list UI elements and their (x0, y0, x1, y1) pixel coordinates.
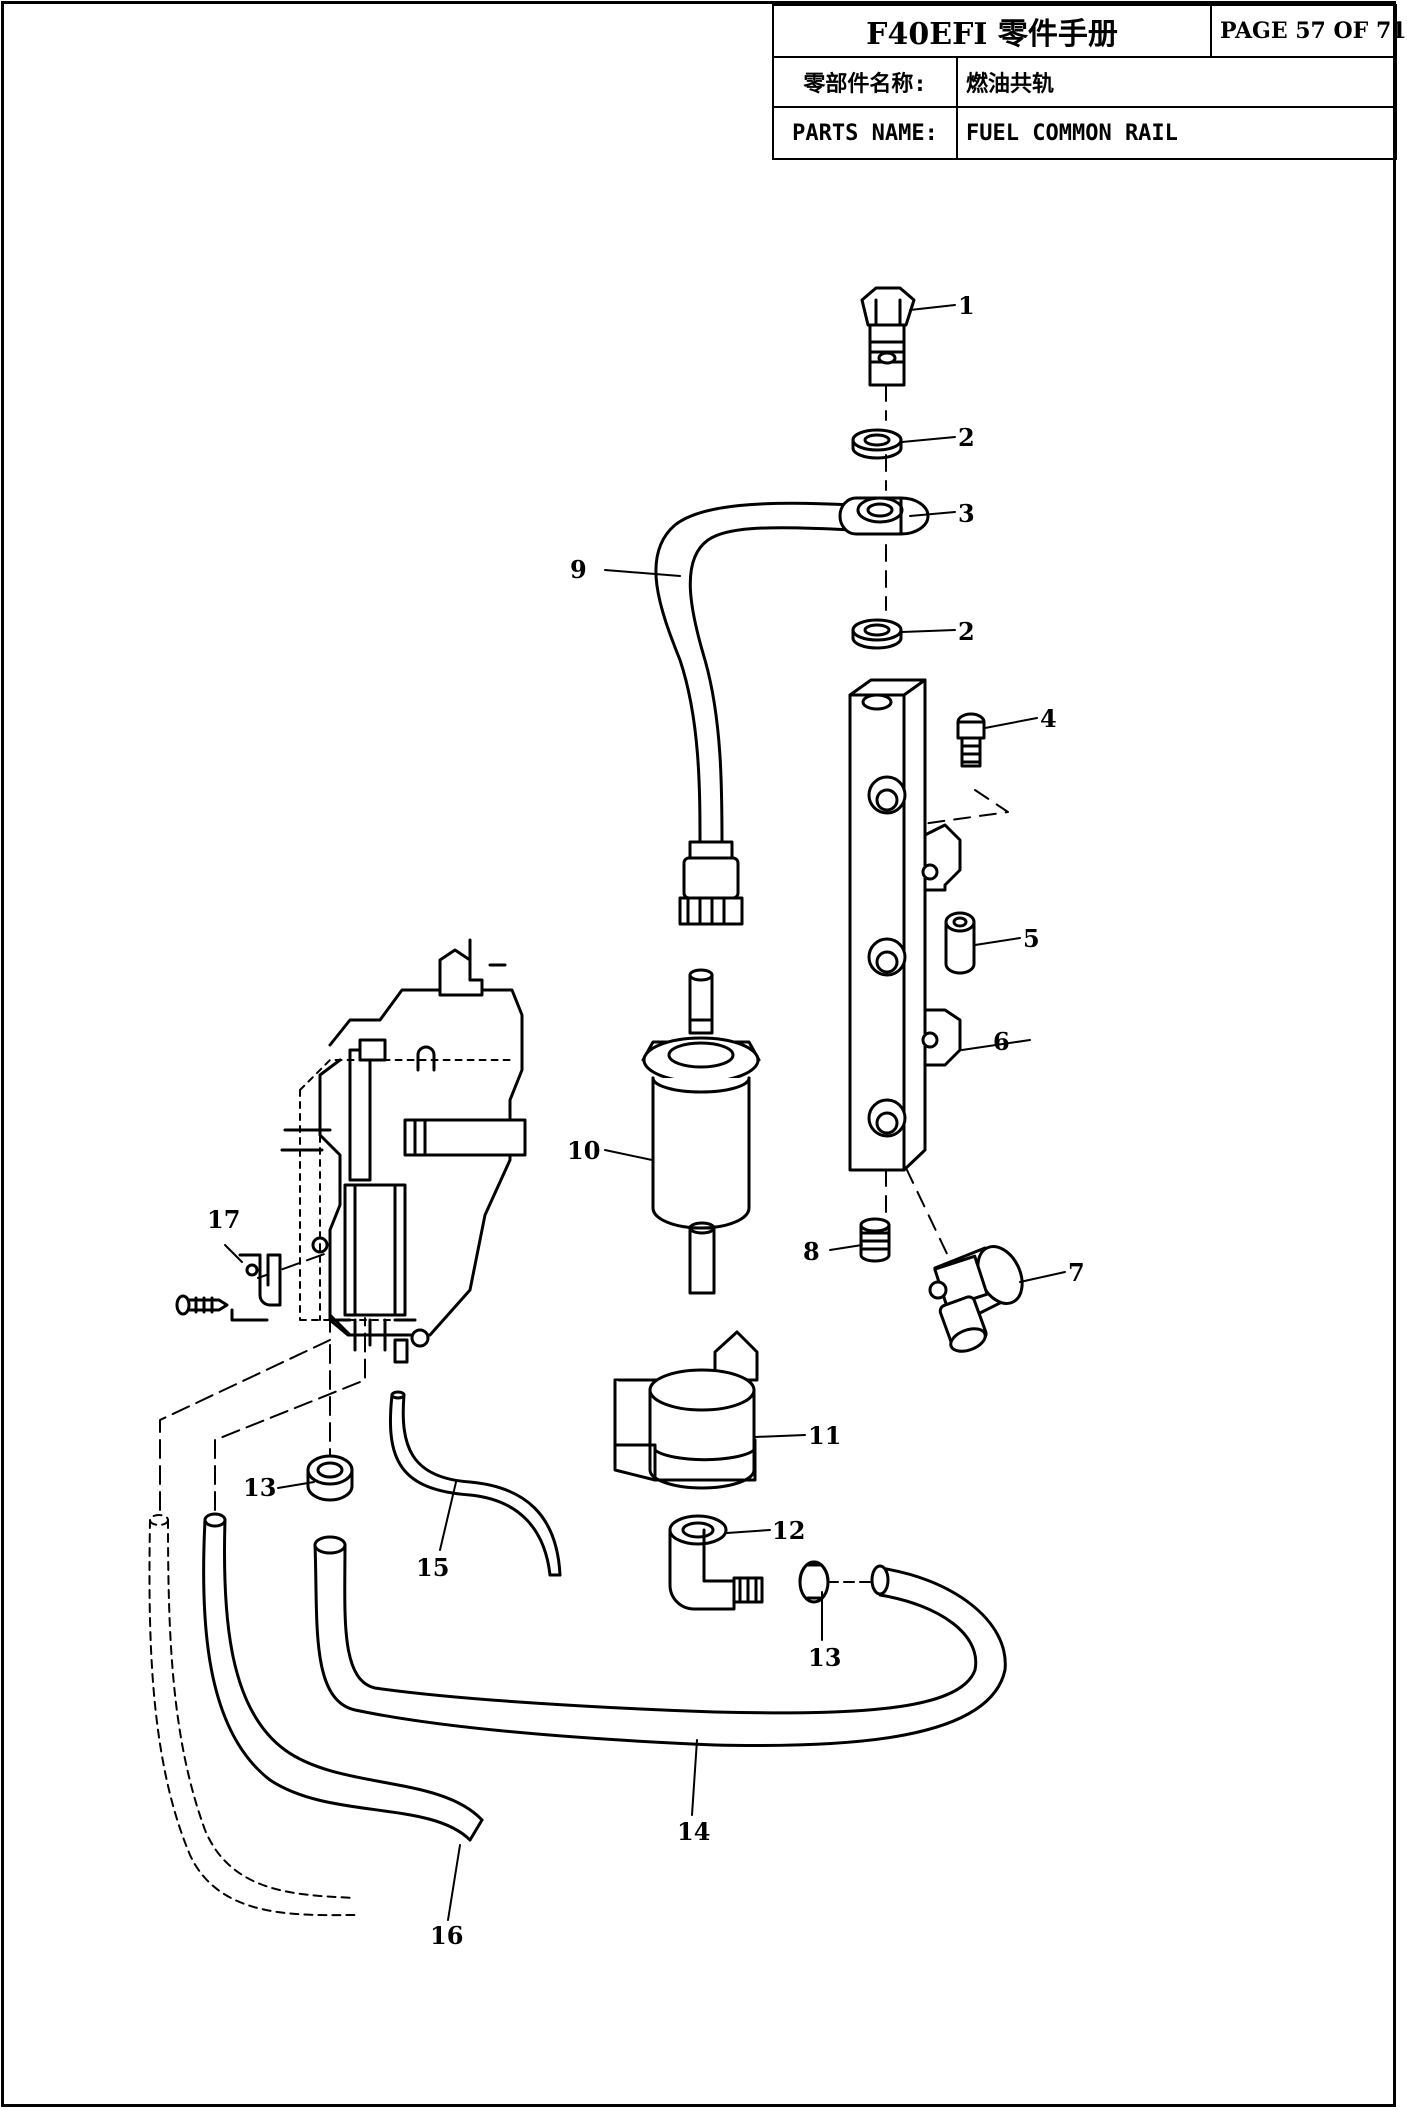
fuel-common-rail (848, 678, 962, 1172)
elbow-quick-connector (928, 1245, 1024, 1353)
callout-3: 3 (958, 499, 975, 528)
callout-13-left: 13 (243, 1473, 276, 1502)
callout-15: 15 (416, 1553, 449, 1582)
filter-bracket (613, 1330, 759, 1490)
callout-7: 7 (1068, 1258, 1085, 1287)
fuel-hose-long (313, 1535, 1007, 1748)
hose-connection-leader (159, 1251, 366, 1511)
hose-retaining-clip (230, 1253, 282, 1322)
parts-name-en-value: FUEL COMMON RAIL (955, 106, 1398, 160)
banjo-bolt (860, 286, 916, 387)
fuel-filter (641, 968, 761, 1295)
vapor-separator-hidden-lines (299, 1059, 511, 1321)
rail-screw (956, 712, 986, 768)
assembly-axis-line (885, 384, 1009, 1261)
spacer-collar (944, 911, 976, 975)
callout-1: 1 (958, 291, 975, 320)
callout-2-lower: 2 (958, 617, 975, 646)
parts-name-en-label: PARTS NAME: (772, 106, 958, 160)
document-title: F40EFI 零件手册 (771, 4, 1213, 58)
rail-plug (859, 1217, 891, 1263)
clip-screw (175, 1294, 229, 1316)
title-block: F40EFI 零件手册 PAGE 57 OF 71 零部件名称: 燃油共轨 PA… (771, 4, 1407, 160)
callout-16: 16 (430, 1921, 463, 1950)
callout-5: 5 (1023, 924, 1040, 953)
parts-name-cn-label: 零部件名称: (772, 56, 958, 108)
callout-8: 8 (803, 1237, 820, 1266)
callout-10: 10 (567, 1136, 600, 1165)
sealing-washer-lower (851, 618, 903, 650)
short-hose (388, 1390, 562, 1577)
callout-13-right: 13 (808, 1643, 841, 1672)
hose-clamp-left (306, 1454, 354, 1502)
callout-4: 4 (1040, 704, 1057, 733)
callout-11: 11 (808, 1421, 841, 1450)
callout-17: 17 (207, 1205, 240, 1234)
callout-14: 14 (677, 1817, 710, 1846)
callout-9: 9 (570, 555, 587, 584)
vapor-separator-tank (280, 938, 527, 1364)
callout-2-upper: 2 (958, 423, 975, 452)
page-number: PAGE 57 OF 71 (1210, 4, 1407, 58)
sealing-washer-upper (851, 428, 903, 460)
parts-name-cn-value: 燃油共轨 (955, 56, 1398, 108)
hose-elbow-fitting (668, 1514, 764, 1611)
fuel-hose-top (654, 501, 854, 926)
banjo-eye-fitting (838, 496, 930, 536)
hose-clamp-right (798, 1560, 830, 1604)
callout-6: 6 (993, 1027, 1010, 1056)
drain-hose (202, 1512, 484, 1842)
callout-12: 12 (772, 1516, 805, 1545)
callout-leader-lines (224, 304, 1066, 1921)
drain-hose-alternate (148, 1514, 356, 1917)
callout-numbers: 1 2 3 2 4 5 6 7 8 9 10 11 12 13 13 14 15… (207, 291, 1085, 1950)
